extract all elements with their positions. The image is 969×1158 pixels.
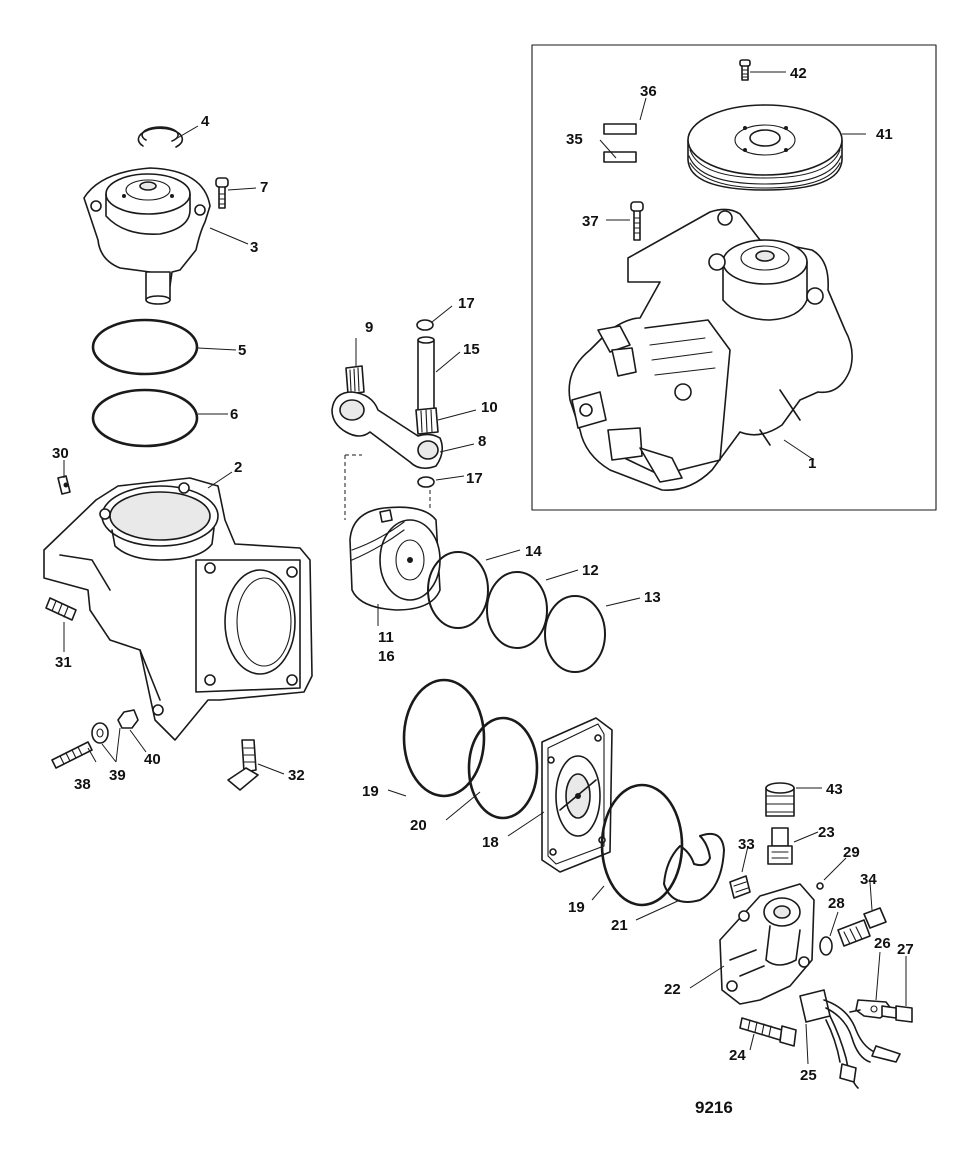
part-12-piston-ring — [486, 571, 548, 649]
part-17-retaining-clip-upper — [416, 319, 434, 331]
callout-36: 36 — [640, 83, 657, 100]
part-24-bolt — [739, 1017, 797, 1047]
part-2-cylinder-housing — [43, 477, 313, 741]
callout-4: 4 — [201, 113, 210, 130]
callout-15: 15 — [463, 341, 480, 358]
callout-8: 8 — [478, 433, 486, 450]
assembly-inset-box — [531, 44, 937, 511]
callout-40: 40 — [144, 751, 161, 768]
callout-30: 30 — [52, 445, 69, 462]
callout-2: 2 — [234, 459, 242, 476]
part-3-pulley-housing — [83, 167, 211, 305]
part-32-elbow-fitting — [227, 739, 259, 791]
leader-lines — [63, 71, 907, 1065]
part-30-fitting — [57, 475, 71, 495]
callout-25: 25 — [800, 1067, 817, 1084]
part-13-piston-ring — [544, 595, 606, 673]
callout-31: 31 — [55, 654, 72, 671]
part-34-fitting — [837, 907, 887, 947]
part-1-compressor-assembly — [568, 208, 853, 491]
callout-33: 33 — [738, 836, 755, 853]
callout-labels: 1 2 3 4 5 6 7 8 9 10 11 12 13 14 15 16 1… — [52, 65, 914, 1084]
callout-22: 22 — [664, 981, 681, 998]
callout-26: 26 — [874, 935, 891, 952]
part-42-bolt — [739, 59, 751, 81]
callout-14: 14 — [525, 543, 542, 560]
part-11-16-piston — [349, 506, 441, 611]
callout-6: 6 — [230, 406, 238, 423]
callout-32: 32 — [288, 767, 305, 784]
part-19-o-ring-upper — [402, 678, 486, 798]
callout-11: 11 — [378, 629, 394, 646]
part-39-washer-hole — [96, 728, 104, 738]
part-8-connecting-rod — [331, 391, 444, 470]
callout-42: 42 — [790, 65, 807, 82]
part-20-o-ring — [467, 716, 539, 820]
part-37-bolt — [630, 201, 644, 241]
part-5-o-ring — [91, 318, 199, 376]
callout-7: 7 — [260, 179, 268, 196]
part-10-needle-bearing — [415, 407, 439, 435]
part-4-snap-ring — [137, 126, 184, 148]
part-9-needle-bearing — [345, 365, 365, 395]
part-19-o-ring-lower — [600, 783, 684, 907]
callout-39: 39 — [109, 767, 126, 784]
part-41-pulley — [687, 104, 843, 191]
part-31-fitting — [45, 597, 77, 621]
callout-38: 38 — [74, 776, 91, 793]
callout-9: 9 — [365, 319, 373, 336]
callout-17-upper: 17 — [458, 295, 475, 312]
part-23-fitting — [767, 827, 793, 865]
callout-24: 24 — [729, 1047, 746, 1064]
callout-34: 34 — [860, 871, 877, 888]
callout-5: 5 — [238, 342, 246, 359]
part-39-washer — [91, 722, 109, 744]
part-14-piston-ring — [427, 551, 489, 629]
part-35-36-shims — [603, 123, 637, 163]
callout-43: 43 — [826, 781, 843, 798]
callout-35: 35 — [566, 131, 583, 148]
callout-17-lower: 17 — [466, 470, 483, 487]
part-43-cap — [765, 782, 795, 817]
callout-3: 3 — [250, 239, 258, 256]
part-28-o-ring — [819, 936, 833, 956]
callout-19-lower: 19 — [568, 899, 585, 916]
callout-16: 16 — [378, 648, 395, 665]
part-6-o-ring — [91, 388, 199, 448]
callout-21: 21 — [611, 917, 628, 934]
callout-13: 13 — [644, 589, 661, 606]
part-22-cylinder-head — [719, 883, 815, 1005]
part-38-stud — [51, 741, 93, 769]
part-33-screw — [729, 875, 751, 899]
callout-23: 23 — [818, 824, 835, 841]
part-29-ball — [816, 882, 824, 890]
part-18-valve-plate — [541, 717, 613, 873]
callout-12: 12 — [582, 562, 599, 579]
callout-41: 41 — [876, 126, 893, 143]
callout-28: 28 — [828, 895, 845, 912]
callout-19-upper: 19 — [362, 783, 379, 800]
part-15-wrist-pin — [417, 336, 435, 411]
callout-37: 37 — [582, 213, 599, 230]
callout-29: 29 — [843, 844, 860, 861]
part-25-sensor — [799, 989, 901, 1089]
callout-18: 18 — [482, 834, 499, 851]
part-27-bolt — [881, 1005, 913, 1023]
part-17-retaining-clip-lower — [417, 476, 435, 488]
callout-10: 10 — [481, 399, 498, 416]
part-21-reed-gasket — [663, 832, 725, 903]
callout-1: 1 — [808, 455, 816, 472]
callout-20: 20 — [410, 817, 427, 834]
callout-27: 27 — [897, 941, 914, 958]
figure-number: 9216 — [695, 1098, 733, 1117]
assembly-guide-lines — [344, 454, 431, 520]
part-7-bolt — [215, 177, 229, 209]
part-40-nut — [117, 709, 139, 729]
